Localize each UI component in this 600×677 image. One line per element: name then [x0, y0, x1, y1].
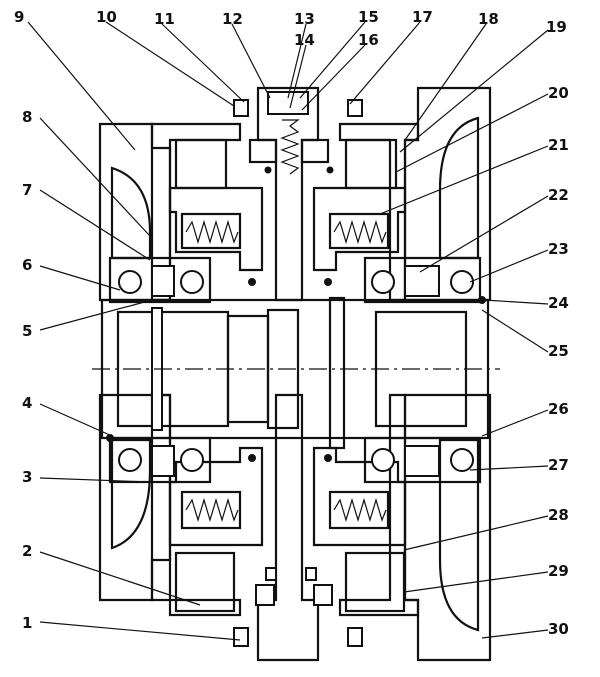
callout-1: 1 [22, 614, 32, 632]
bearings [108, 256, 482, 484]
callout-23: 23 [548, 240, 569, 258]
callout-17: 17 [412, 8, 433, 26]
callout-24: 24 [548, 294, 569, 312]
callout-14: 14 [294, 31, 315, 49]
callout-11: 11 [154, 10, 175, 28]
callout-29: 29 [548, 562, 569, 580]
callout-18: 18 [478, 10, 499, 28]
callout-28: 28 [548, 506, 569, 524]
callout-5: 5 [22, 322, 32, 340]
callout-9: 9 [14, 8, 24, 26]
right-flange [403, 86, 492, 662]
callout-10: 10 [96, 8, 117, 26]
callout-25: 25 [548, 342, 569, 360]
callout-3: 3 [22, 468, 32, 486]
callout-labels: 1 2 3 4 5 6 7 8 9 10 11 12 13 14 15 16 1… [14, 8, 569, 638]
leader-lines [27, 21, 549, 641]
piston-springs [168, 186, 407, 547]
callout-6: 6 [22, 256, 32, 274]
friction-disc-packs [174, 138, 406, 613]
callout-12: 12 [222, 10, 243, 28]
callout-21: 21 [548, 136, 569, 154]
callout-7: 7 [22, 181, 32, 199]
callout-8: 8 [22, 108, 32, 126]
callout-2: 2 [22, 542, 32, 560]
callout-27: 27 [548, 456, 569, 474]
callout-13: 13 [294, 10, 315, 28]
callout-15: 15 [358, 8, 379, 26]
callout-22: 22 [548, 186, 569, 204]
shaft [92, 296, 500, 450]
callout-20: 20 [548, 84, 569, 102]
callout-16: 16 [358, 31, 379, 49]
callout-4: 4 [22, 394, 32, 412]
bolts [233, 99, 363, 647]
callout-30: 30 [548, 620, 569, 638]
central-disk [248, 86, 333, 662]
callout-19: 19 [546, 18, 567, 36]
callout-26: 26 [548, 400, 569, 418]
